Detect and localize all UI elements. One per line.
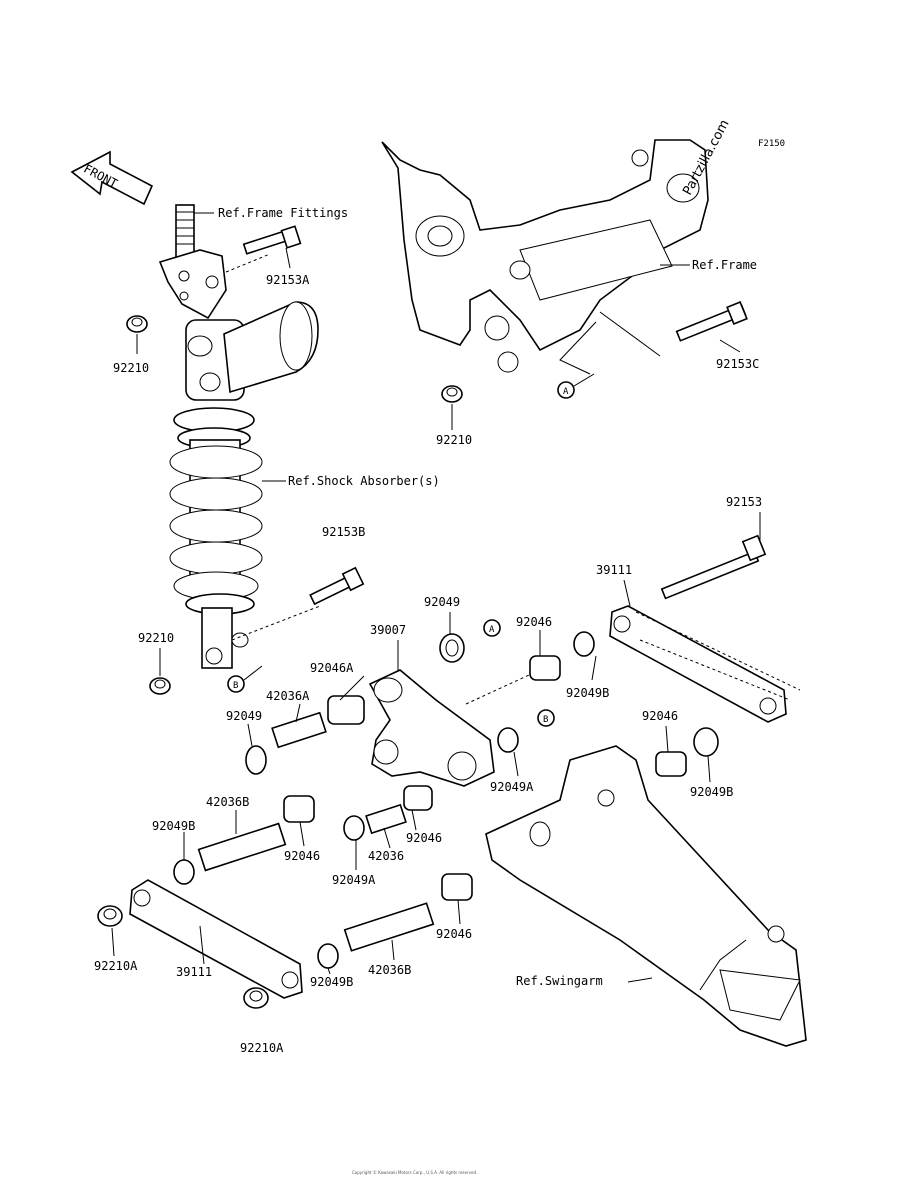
washer-92049B-lower-icon — [317, 943, 339, 969]
marker-b-rocker: B — [537, 709, 555, 727]
sleeve-42036B-icon — [197, 822, 287, 872]
nut-92210-icon — [126, 315, 148, 333]
bearing-92046-lower-icon — [403, 785, 433, 811]
part-92210-top: 92210 — [113, 361, 149, 375]
diagram-code: F2150 — [758, 139, 785, 149]
washer-92049-left-icon — [245, 745, 267, 775]
part-92049-upper: 92049 — [424, 595, 460, 609]
bolt-92153-icon — [660, 534, 767, 600]
rocker-arm-39007-drawing — [368, 669, 541, 787]
copyright-footer: Copyright © Kawasaki Motors Corp., U.S.A… — [352, 1170, 477, 1175]
leader-lines — [111, 212, 761, 983]
nut-92210A-left-icon — [97, 905, 123, 927]
part-92049A-mid: 92049A — [490, 780, 534, 794]
part-92049B-left: 92049B — [152, 819, 195, 833]
marker-a-rocker: A — [483, 619, 501, 637]
nut-92210-lower-icon — [149, 677, 171, 695]
shock-absorber-drawing — [169, 301, 321, 669]
svg-text:B: B — [543, 715, 548, 725]
ref-shock-absorber: Ref.Shock Absorber(s) — [288, 474, 440, 488]
bearing-92046-upper-icon — [529, 655, 561, 681]
marker-a-frame: A — [557, 373, 595, 399]
frame-drawing — [381, 139, 709, 375]
sleeve-42036-icon — [365, 803, 407, 835]
part-92046-upper: 92046 — [516, 615, 552, 629]
part-92046-lower: 92046 — [406, 831, 442, 845]
washer-92049A-mid-icon — [497, 727, 519, 753]
part-92153: 92153 — [726, 495, 762, 509]
part-92046-swingarm: 92046 — [436, 927, 472, 941]
part-92153C: 92153C — [716, 357, 759, 371]
nut-92210A-right-icon — [243, 987, 269, 1009]
bolt-92153B-icon — [309, 566, 365, 606]
part-92210A-bottom: 92210A — [240, 1041, 284, 1055]
part-92049B-right: 92049B — [690, 785, 733, 799]
sleeve-42036A-icon — [271, 711, 327, 749]
swingarm-drawing — [485, 745, 807, 1047]
part-42036B-upper: 42036B — [206, 795, 249, 809]
bolt-92153C-icon — [675, 300, 748, 342]
part-92153A: 92153A — [266, 273, 310, 287]
part-92210-shock: 92210 — [138, 631, 174, 645]
part-92153B: 92153B — [322, 525, 365, 539]
ref-frame-fittings: Ref.Frame Fittings — [218, 206, 348, 220]
part-39111-upper: 39111 — [596, 563, 632, 577]
part-42036B-lower: 42036B — [368, 963, 411, 977]
washer-92049B-upper-icon — [573, 631, 595, 657]
washer-92049B-left-icon — [173, 859, 195, 885]
part-92046-right: 92046 — [642, 709, 678, 723]
part-92049A-lower: 92049A — [332, 873, 376, 887]
part-42036: 42036 — [368, 849, 404, 863]
collar-92049-upper-icon — [439, 633, 465, 663]
part-92049-left: 92049 — [226, 709, 262, 723]
part-92210-frame: 92210 — [436, 433, 472, 447]
part-92046-mid: 92046 — [284, 849, 320, 863]
part-39111-lower: 39111 — [176, 965, 212, 979]
front-arrow-icon: FRONT — [70, 150, 154, 206]
sleeve-42036B-lower-icon — [343, 902, 435, 952]
frame-fitting-drawing — [158, 204, 302, 320]
ref-swingarm: Ref.Swingarm — [516, 974, 603, 988]
part-39007: 39007 — [370, 623, 406, 637]
part-92049B-lower: 92049B — [310, 975, 353, 989]
marker-b-shock: B — [227, 665, 263, 693]
svg-text:B: B — [233, 681, 238, 691]
tie-rod-39111-lower-drawing — [129, 879, 303, 999]
part-92046A: 92046A — [310, 661, 354, 675]
washer-92049B-right-icon — [693, 727, 719, 757]
part-92049B-upper: 92049B — [566, 686, 609, 700]
part-42036A: 42036A — [266, 689, 310, 703]
part-92210A-left: 92210A — [94, 959, 138, 973]
bearing-92046-swingarm-icon — [441, 873, 473, 901]
washer-92049A-lower-icon — [343, 815, 365, 841]
bearing-92046A-icon — [327, 695, 365, 725]
svg-text:A: A — [489, 625, 495, 635]
ref-frame: Ref.Frame — [692, 258, 757, 272]
bearing-92046-mid-icon — [283, 795, 315, 823]
bearing-92046-right-icon — [655, 751, 687, 777]
tie-rod-39111-upper-drawing — [609, 605, 801, 723]
nut-92210-frame-icon — [441, 385, 463, 403]
svg-text:A: A — [563, 387, 569, 397]
